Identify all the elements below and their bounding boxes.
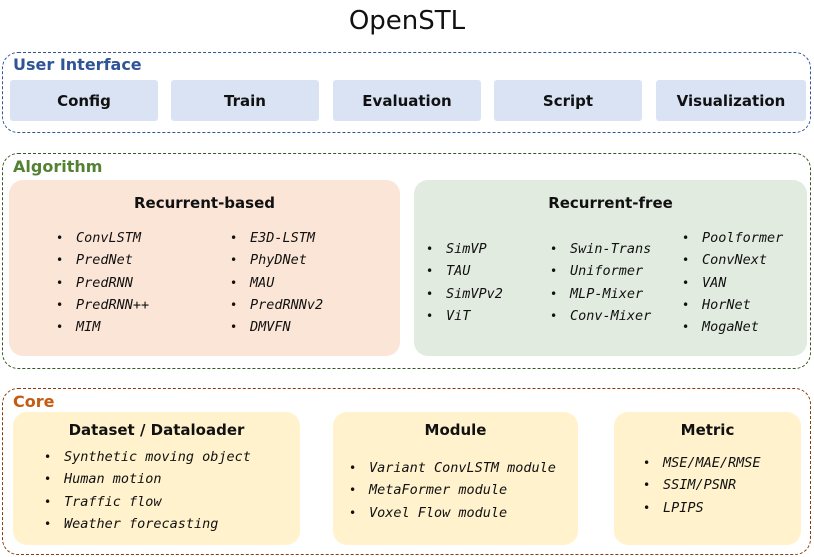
list-item: Swin-Trans xyxy=(550,238,651,261)
recurrent-based-panel: Recurrent-based ConvLSTM PredNet PredRNN… xyxy=(9,180,400,356)
list-item: MSE/MAE/RMSE xyxy=(643,452,761,475)
dataset-list: Synthetic moving object Human motion Tra… xyxy=(44,446,251,535)
list-item: PredRNN xyxy=(56,272,149,295)
list-item: Variant ConvLSTM module xyxy=(349,457,556,480)
list-item: SimVP xyxy=(426,238,503,261)
script-box: Script xyxy=(494,80,642,121)
list-item: ConvLSTM xyxy=(56,227,149,250)
module-title: Module xyxy=(424,421,487,439)
list-item: Uniformer xyxy=(550,260,651,283)
diagram-title: OpenSTL xyxy=(348,6,466,36)
recurrent-free-list-2: Swin-Trans Uniformer MLP-Mixer Conv-Mixe… xyxy=(550,238,651,327)
list-item: TAU xyxy=(426,260,503,283)
recurrent-free-title: Recurrent-free xyxy=(548,194,673,212)
core-label: Core xyxy=(13,392,55,411)
dataset-title: Dataset / Dataloader xyxy=(68,421,245,439)
list-item: DMVFN xyxy=(230,316,323,339)
list-item: LPIPS xyxy=(643,497,761,520)
module-list: Variant ConvLSTM module MetaFormer modul… xyxy=(349,457,556,524)
user-interface-label: User Interface xyxy=(13,55,142,74)
list-item: MLP-Mixer xyxy=(550,283,651,306)
list-item: E3D-LSTM xyxy=(230,227,323,250)
metric-list: MSE/MAE/RMSE SSIM/PSNR LPIPS xyxy=(643,452,761,519)
list-item: Conv-Mixer xyxy=(550,305,651,328)
visualization-box: Visualization xyxy=(656,80,806,121)
list-item: Human motion xyxy=(44,468,251,491)
list-item: MetaFormer module xyxy=(349,479,556,502)
list-item: MIM xyxy=(56,316,149,339)
recurrent-free-panel: Recurrent-free SimVP TAU SimVPv2 ViT Swi… xyxy=(414,180,807,356)
list-item: Weather forecasting xyxy=(44,513,251,536)
list-item: ViT xyxy=(426,305,503,328)
list-item: Synthetic moving object xyxy=(44,446,251,469)
list-item: PredRNN++ xyxy=(56,294,149,317)
user-interface-section xyxy=(2,52,811,133)
list-item: PredRNNv2 xyxy=(230,294,323,317)
core-section xyxy=(2,388,811,555)
list-item: SSIM/PSNR xyxy=(643,474,761,497)
list-item: VAN xyxy=(682,272,783,295)
recurrent-free-list-3: Poolformer ConvNext VAN HorNet MogaNet xyxy=(682,227,783,339)
module-panel: Module Variant ConvLSTM module MetaForme… xyxy=(333,412,578,545)
recurrent-based-list-2: E3D-LSTM PhyDNet MAU PredRNNv2 DMVFN xyxy=(230,227,323,339)
list-item: PredNet xyxy=(56,249,149,272)
list-item: SimVPv2 xyxy=(426,283,503,306)
config-box: Config xyxy=(10,80,158,121)
list-item: ConvNext xyxy=(682,249,783,272)
metric-panel: Metric MSE/MAE/RMSE SSIM/PSNR LPIPS xyxy=(614,412,801,545)
metric-title: Metric xyxy=(680,421,735,439)
algorithm-section xyxy=(2,153,811,369)
train-box: Train xyxy=(171,80,319,121)
list-item: Voxel Flow module xyxy=(349,502,556,525)
list-item: Traffic flow xyxy=(44,491,251,514)
evaluation-box: Evaluation xyxy=(333,80,481,121)
algorithm-label: Algorithm xyxy=(13,157,103,176)
recurrent-free-list-1: SimVP TAU SimVPv2 ViT xyxy=(426,238,503,327)
list-item: PhyDNet xyxy=(230,249,323,272)
list-item: Poolformer xyxy=(682,227,783,250)
list-item: MogaNet xyxy=(682,316,783,339)
recurrent-based-list-1: ConvLSTM PredNet PredRNN PredRNN++ MIM xyxy=(56,227,149,339)
list-item: MAU xyxy=(230,272,323,295)
dataset-panel: Dataset / Dataloader Synthetic moving ob… xyxy=(13,412,300,545)
list-item: HorNet xyxy=(682,294,783,317)
recurrent-based-title: Recurrent-based xyxy=(133,194,276,212)
